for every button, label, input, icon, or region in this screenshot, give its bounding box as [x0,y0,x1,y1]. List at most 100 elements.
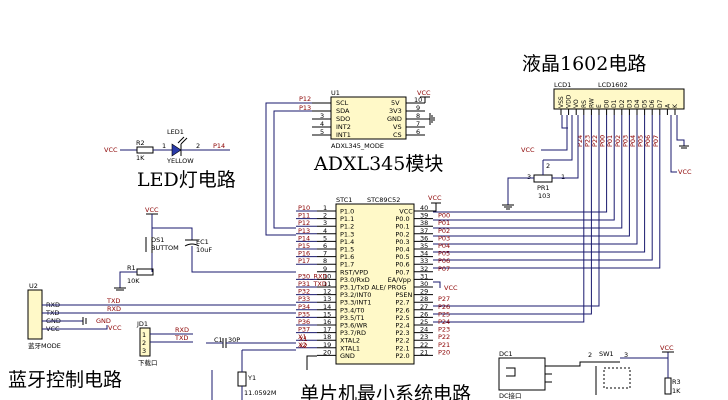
mcu-left-pin-number: 12 [323,288,331,296]
r3-value: 1K [672,387,681,395]
mcu-right-pin-label: VCC [399,208,413,216]
p12-net-adxl: P12 [299,95,311,103]
mcu-left-pin-label: P3.4/T0 [340,306,365,314]
mcu-right-pin-label: P0.2 [395,230,409,238]
mcu-left-pin-number: 10 [323,272,331,280]
mcu-left-net: P14 [298,234,310,242]
mcu-left-pin-label: P3.6/WR [340,322,368,330]
mcu-right-net: P00 [438,212,450,220]
mcu-left-pin-number: 18 [323,333,331,341]
mcu-left-net: P10 [298,204,310,212]
mcu-left-net: P13 [298,227,310,235]
mcu-part-name: STC89C52 [367,196,400,204]
mcu-left-net: X2 [298,341,307,349]
mcu-right-pin-label: EA/Vpp [388,276,411,284]
power-vcc-label: VCC [660,344,674,352]
adxl-num-7: 7 [416,120,420,128]
mcu-left-pin-label: P3.0/RxD [340,276,370,284]
mcu-right-net: P03 [438,234,450,242]
mcu-left-pin-number: 7 [323,250,327,258]
r1-ref: R1 [127,264,136,272]
mcu-right-pin-number: 38 [420,219,428,227]
mcu-right-pin-label: P2.4 [395,322,409,330]
mcu-right-pin-label: P2.7 [395,299,409,307]
mcu-left-pin-label: P1.1 [340,215,354,223]
mcu-left-net: X1 [298,333,307,341]
adxl-section-title: ADXL345模块 [313,153,443,175]
mcu-right-pin-label: P0.7 [395,268,409,276]
mcu-right-net: P27 [438,295,450,303]
led-circuit: VCC R2 1K LED1 YELLOW 1 2 P14 [104,128,230,165]
mcu-left-pin-number: 5 [323,234,327,242]
mcu-right-pin-label: P2.1 [395,344,409,352]
mcu-left-pin-label: P1.2 [340,223,354,231]
adxl-num-9: 9 [416,104,420,112]
lcd-net-label: P05 [637,135,645,147]
lcd-net-label: P02 [614,135,622,147]
led1-value: YELLOW [166,157,194,165]
mcu-right-pin-label: P2.2 [395,337,409,345]
led-diode-icon [171,143,182,157]
bt-body [27,289,43,340]
power-circuit: DC1 DC接口 SW1 2 3 VCC R3 1K [498,344,681,400]
os1-ref: OS1 [151,236,164,244]
mcu-right-pin-label: P0.4 [395,246,409,254]
mcu-right-pin-number: 31 [420,272,428,280]
lcd1602-body [553,88,685,110]
adxl-num-3: 3 [320,112,324,120]
lcd-net-label: P23 [583,135,591,147]
mcu-left-pin-label: P1.0 [340,208,354,216]
x2-net: X2 [299,342,308,350]
jd-net-txd: TXD [174,334,188,342]
bt-section-title: 蓝牙控制电路 [8,369,122,391]
lcd-pin-label: D1 [611,99,618,108]
mcu-right-pin-label: P2.3 [395,329,409,337]
mcu-vcc-label: VCC [428,194,442,202]
lcd-pin-label: D7 [657,99,664,108]
mcu-right-pin-number: 28 [420,295,428,303]
mcu-right-net: P06 [438,257,450,265]
mcu-right-pin-label: P2.6 [395,306,409,314]
mcu-left-net: P31_TXD [298,280,327,288]
led-vcc-label: VCC [104,146,118,154]
mcu-left-pin-label: P3.5/T1 [340,314,365,322]
pot-pin1: 1 [561,173,565,181]
mcu-right-pin-number: 30 [420,280,428,288]
mcu-left-pin-label: P3.7/RD [340,329,366,337]
mcu-right-pin-number: 23 [420,333,428,341]
lcd-pin-label: A [664,103,671,108]
mcu-right-pin-label: P0.6 [395,261,409,269]
lcd-net-label: P06 [644,135,652,147]
ea-vcc-label: VCC [444,284,458,292]
crystal-body [237,371,247,387]
adxl-pin-sda: SDA [336,107,350,115]
bt-vcc-label: VCC [108,324,122,332]
adxl345-body [330,96,407,140]
mcu-right-pin-number: 33 [420,257,428,265]
bt-net-txd: TXD [106,297,120,305]
mcu-left-net: P11 [298,212,310,220]
lcd-pin-label: E [596,104,603,108]
mcu-right-pin-number: 25 [420,318,428,326]
pot-body [533,174,553,183]
mcu-left-net: P37 [298,326,310,334]
mcu-left-net: P12 [298,219,310,227]
mcu-left-pin-label: RST/VPD [340,268,368,276]
adxl345-module: U1 SCL SDA SDO INT2 INT1 5V 3V3 GND VS C… [265,89,435,236]
jd-net-rxd: RXD [175,326,189,334]
mcu-right-pin-number: 27 [420,303,428,311]
adxl-pin-int1: INT1 [336,131,351,139]
mcu-left-pin-number: 20 [323,348,331,356]
lcd-pin-label: D3 [626,99,633,108]
r2-value: 1K [136,154,145,162]
adxl-num-5: 5 [320,128,324,136]
mcu-left-pin-label: P1.7 [340,261,354,269]
y1-value: 11.0592M [244,389,277,397]
mcu-left-pin-number: 15 [323,310,331,318]
mcu-right-pin-number: 36 [420,234,428,242]
mcu-left-pin-number: 6 [323,242,327,250]
mcu-left-pin-number: 11 [323,280,331,288]
